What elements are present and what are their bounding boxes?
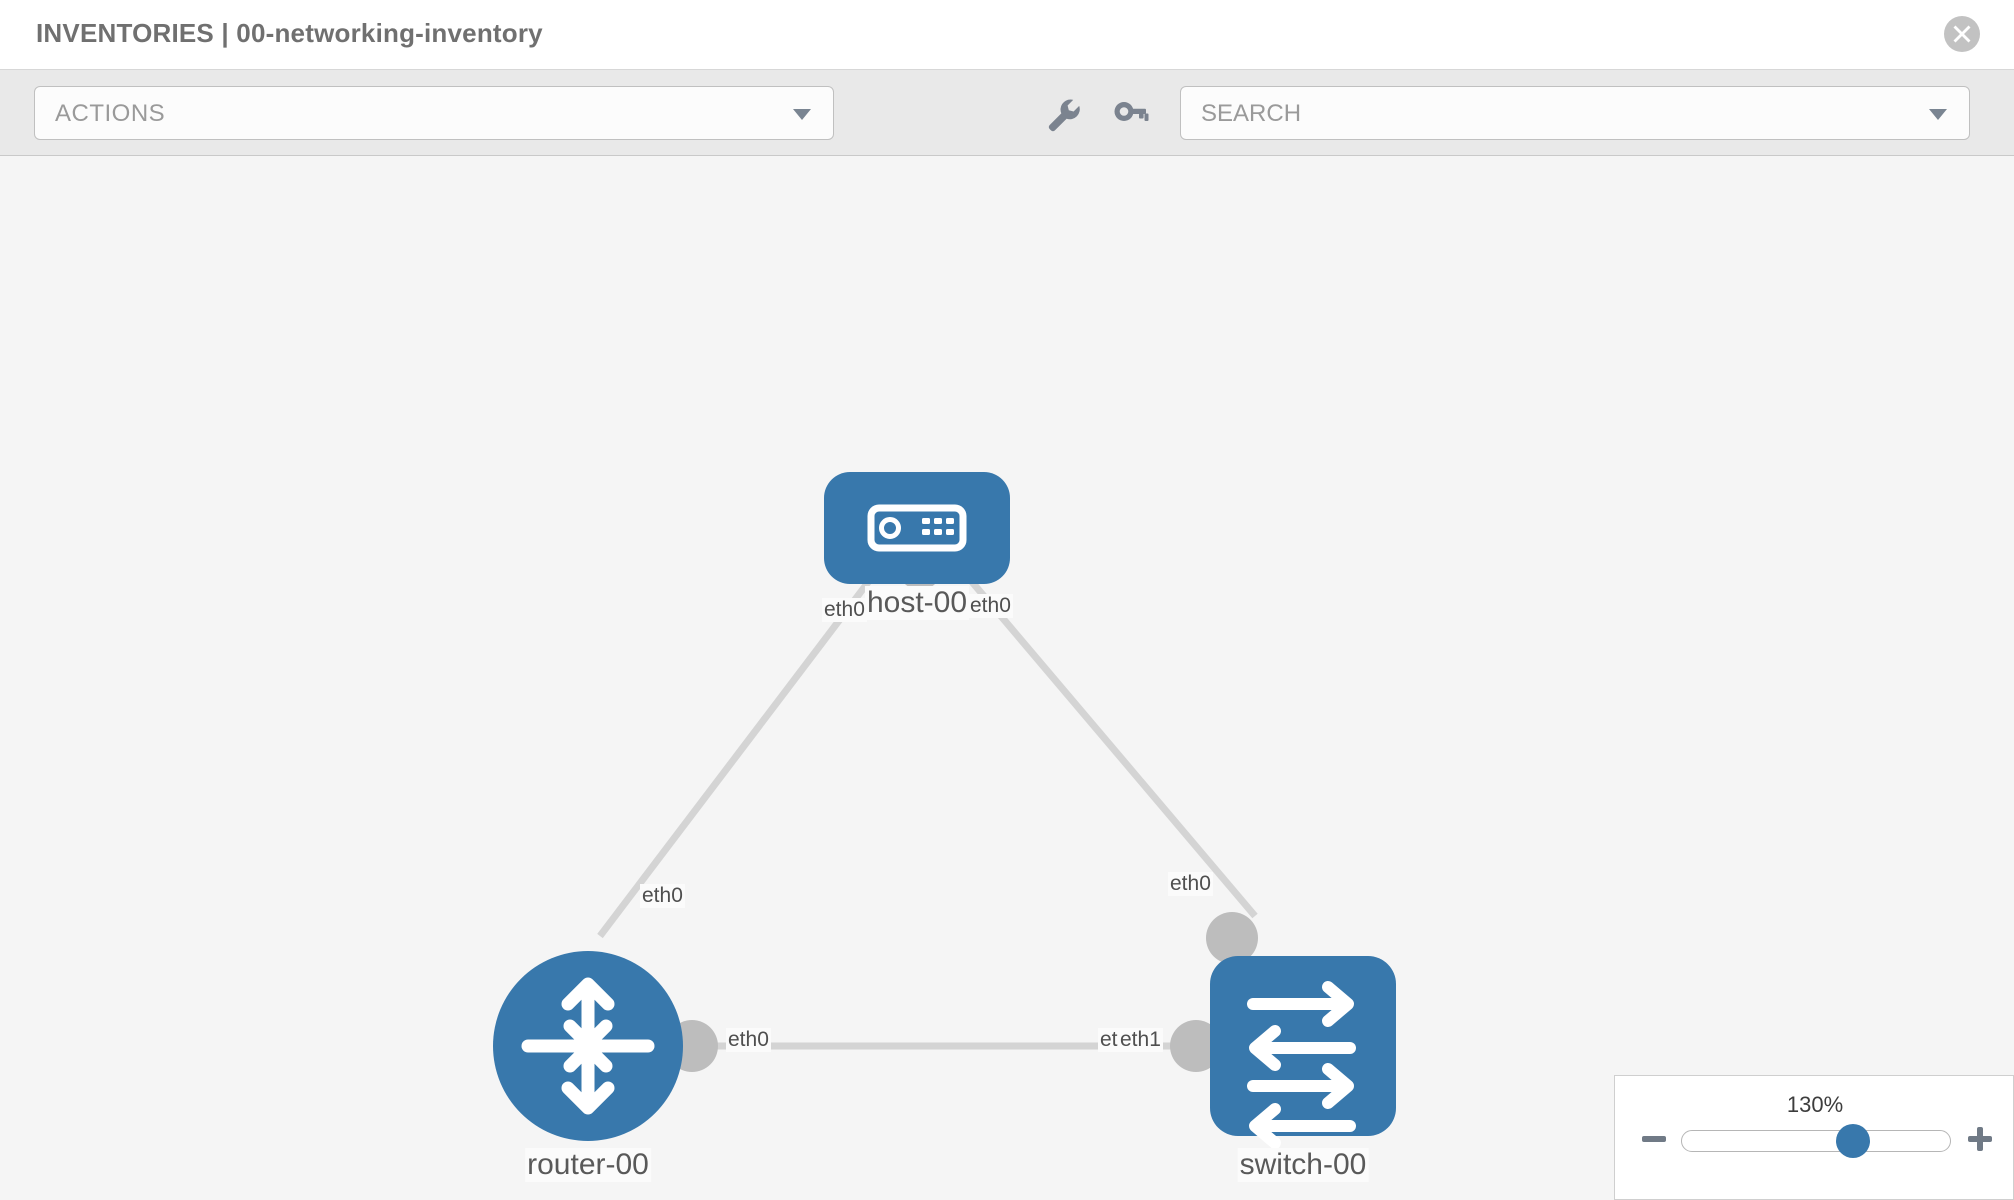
connector-dot[interactable] [1170, 1020, 1222, 1072]
page-header: INVENTORIES | 00-networking-inventory [0, 0, 2014, 70]
chevron-down-icon [793, 109, 811, 120]
zoom-slider-track[interactable] [1681, 1130, 1951, 1152]
zoom-slider-thumb[interactable] [1836, 1124, 1870, 1158]
key-icon[interactable] [1108, 92, 1152, 136]
node-router-00[interactable] [493, 951, 683, 1141]
zoom-control-panel: 130% [1614, 1075, 2014, 1200]
node-label-router-00: router-00 [525, 1148, 651, 1182]
topology-links [597, 553, 1258, 1050]
toolbar: ACTIONS [0, 70, 2014, 156]
search-input[interactable] [1199, 87, 1903, 141]
node-switch-00[interactable] [1210, 956, 1396, 1149]
server-icon [867, 504, 967, 552]
actions-dropdown-label: ACTIONS [55, 100, 166, 127]
interface-label: eth0 [1168, 872, 1213, 896]
interface-label: eth0 [640, 884, 685, 908]
node-label-switch-00: switch-00 [1237, 1148, 1369, 1182]
connector-dot[interactable] [1206, 912, 1258, 964]
actions-dropdown[interactable]: ACTIONS [34, 86, 834, 140]
wrench-icon[interactable] [1040, 92, 1084, 136]
zoom-level-label: 130% [1786, 1092, 1844, 1117]
interface-label: eth0 [968, 594, 1013, 618]
search-field[interactable] [1180, 86, 1970, 141]
node-label-host-00: host-00 [864, 586, 970, 620]
chevron-down-icon[interactable] [1929, 109, 1947, 120]
page-title: INVENTORIES | 00-networking-inventory [36, 18, 543, 48]
close-icon[interactable] [1944, 16, 1980, 52]
switch-arrows-icon [1247, 981, 1356, 1149]
interface-label: eth0 [726, 1028, 771, 1052]
interface-label: eth1 [1118, 1028, 1163, 1052]
node-host-00[interactable] [824, 472, 1010, 584]
topology-canvas[interactable]: eth0 eth0 eth0 eth0 eth0 eth0 eth1 host-… [0, 156, 2014, 1200]
minus-icon[interactable] [1639, 1124, 1669, 1154]
topology-graph [493, 472, 1396, 1149]
topology-connectors [666, 546, 1258, 1072]
plus-icon[interactable] [1965, 1124, 1995, 1154]
router-arrows-icon [521, 977, 655, 1115]
interface-label: eth0 [822, 598, 867, 622]
